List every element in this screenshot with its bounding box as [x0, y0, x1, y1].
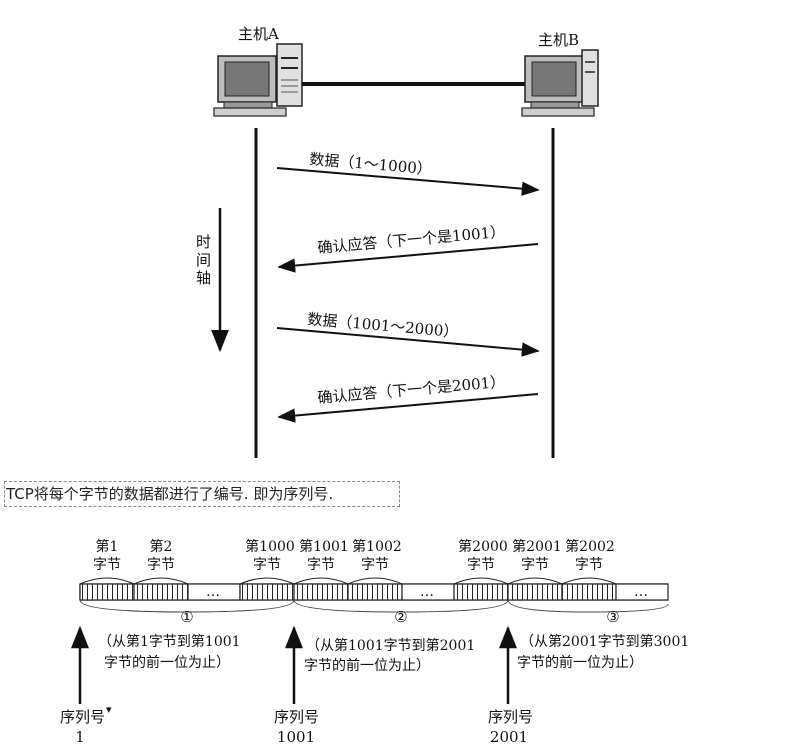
byte-label: 第2000 — [458, 538, 508, 555]
byte-label: 第2 — [150, 538, 173, 555]
message-arrow-ack-1 — [277, 243, 539, 273]
byte-cell — [561, 583, 617, 601]
byte-cell — [347, 583, 403, 601]
byte-label: 字节 — [93, 557, 121, 573]
byte-cell — [507, 583, 563, 601]
byte-label: 字节 — [147, 557, 175, 573]
byte-label: 第2002 — [565, 538, 615, 555]
time-axis-char: 间 — [196, 251, 211, 269]
byte-label: 第1002 — [352, 538, 402, 555]
segment-range: 字节的前一位为止） — [304, 657, 430, 674]
message-arrow-data-1 — [276, 167, 540, 196]
byte-stream — [79, 577, 669, 613]
caption: TCP将每个字节的数据都进行了编号. 即为序列号. — [6, 485, 334, 503]
segment-range: 字节的前一位为止） — [104, 654, 230, 671]
segment-number: ② — [394, 608, 407, 626]
host-b-computer-icon — [521, 49, 599, 117]
host-a-label: 主机A — [238, 25, 279, 43]
byte-cell — [79, 583, 135, 601]
caption-box — [4, 481, 400, 507]
ellipsis: … — [634, 584, 648, 600]
byte-label: 字节 — [575, 557, 603, 573]
segment-range: （从第1001字节到第2001 — [306, 637, 475, 654]
seq-value: 1001 — [277, 728, 315, 746]
byte-label: 第2001 — [512, 538, 562, 555]
byte-cell — [239, 583, 295, 601]
message-label: 确认应答（下一个是2001） — [317, 373, 506, 407]
byte-label: 第1 — [96, 538, 119, 555]
message-label: 数据（1～1000） — [309, 150, 433, 178]
message-arrow-data-2 — [276, 327, 540, 357]
seq-mark-icon: ▾ — [106, 703, 112, 716]
seq-value: 2001 — [490, 728, 528, 746]
host-a-computer-icon — [213, 43, 303, 117]
time-axis-char: 轴 — [196, 269, 211, 287]
byte-label: 字节 — [307, 557, 335, 573]
segment-range: 字节的前一位为止） — [517, 654, 643, 671]
segment-number: ① — [180, 608, 193, 626]
ellipsis: … — [206, 584, 220, 600]
byte-cell — [133, 583, 189, 601]
segment-range: （从第2001字节到第3001 — [520, 633, 689, 650]
byte-label: 字节 — [361, 557, 389, 573]
host-b-label: 主机B — [538, 31, 579, 49]
message-arrow-ack-2 — [277, 393, 539, 423]
byte-label: 第1000 — [245, 538, 295, 555]
segment-number: ③ — [606, 608, 619, 626]
seq-value: 1 — [75, 728, 85, 746]
seq-label: 序列号 — [274, 708, 319, 726]
byte-label: 字节 — [467, 557, 495, 573]
byte-cell — [453, 583, 509, 601]
message-label: 确认应答（下一个是1001） — [317, 223, 506, 257]
byte-cell — [293, 583, 349, 601]
byte-label: 字节 — [521, 557, 549, 573]
ellipsis: … — [420, 584, 434, 600]
seq-label: 序列号 — [488, 708, 533, 726]
byte-gap — [615, 583, 669, 601]
time-axis-char: 时 — [196, 233, 211, 251]
segment-range: （从第1字节到第1001 — [98, 633, 241, 650]
seq-label: 序列号 — [60, 708, 105, 726]
byte-label: 字节 — [253, 557, 281, 573]
byte-label: 第1001 — [299, 538, 349, 555]
